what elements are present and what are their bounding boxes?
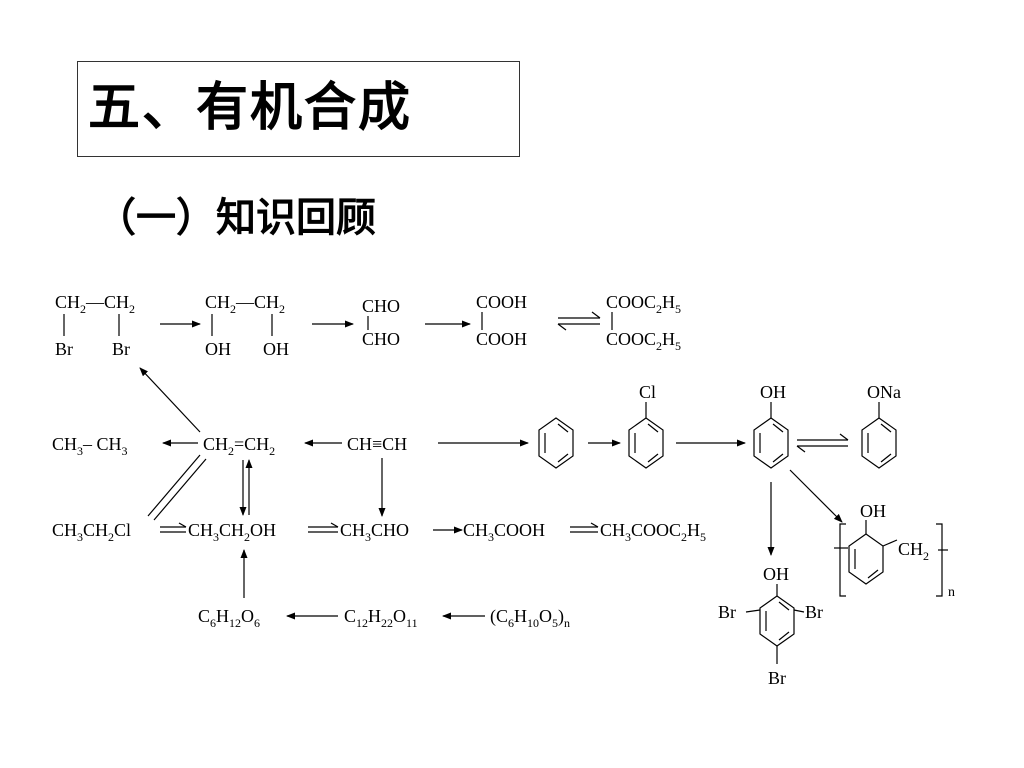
svg-text:n: n <box>948 585 955 600</box>
phenol: OH <box>753 382 789 469</box>
svg-text:COOH: COOH <box>476 329 527 349</box>
svg-text:OH: OH <box>763 564 789 584</box>
svg-text:CH3COOC2H5: CH3COOC2H5 <box>600 520 706 544</box>
title-frame <box>77 61 520 157</box>
equilibrium-phenol-phenoxide <box>796 433 849 453</box>
svg-text:CH3CH2OH: CH3CH2OH <box>188 520 276 544</box>
svg-text:Br: Br <box>718 602 736 622</box>
svg-text:CH2—CH2: CH2—CH2 <box>205 292 285 316</box>
svg-text:CH3COOH: CH3COOH <box>463 520 545 544</box>
svg-text:OH: OH <box>205 339 231 359</box>
svg-text:C6H12O6: C6H12O6 <box>198 606 260 630</box>
ethylene-glycol: CH2—CH2 OH OH <box>205 292 289 359</box>
svg-text:OH: OH <box>263 339 289 359</box>
equilibrium-ethylene-chloroethane <box>147 454 207 521</box>
svg-text:OH: OH <box>860 501 886 521</box>
chlorobenzene: Cl <box>628 382 664 469</box>
svg-text:CH2=CH2: CH2=CH2 <box>203 434 275 458</box>
ethylene: CH2=CH2 <box>203 434 275 458</box>
acetaldehyde: CH3CHO <box>340 520 409 544</box>
svg-text:COOC2H5: COOC2H5 <box>606 329 681 353</box>
arrow-ethylene-to-dibromo <box>139 367 201 433</box>
acetylene: CH≡CH <box>347 434 407 454</box>
svg-text:OH: OH <box>760 382 786 402</box>
svg-text:CH3CHO: CH3CHO <box>340 520 409 544</box>
oxalic-acid: COOH COOH <box>476 292 527 349</box>
equilibrium-ethylene-ethanol <box>239 459 253 516</box>
svg-text:(C6H10O5)n: (C6H10O5)n <box>490 606 570 630</box>
svg-text:CH2—CH2: CH2—CH2 <box>55 292 135 316</box>
svg-text:CH3– CH3: CH3– CH3 <box>52 434 128 458</box>
svg-text:C12H22O11: C12H22O11 <box>344 606 418 630</box>
glyoxal: CHO CHO <box>362 296 400 349</box>
svg-text:COOH: COOH <box>476 292 527 312</box>
equilibrium-oxalic-ester <box>557 311 601 331</box>
dibromoethane: CH2—CH2 Br Br <box>55 292 135 359</box>
phenolic-resin: OH CH2 n <box>834 501 955 600</box>
svg-text:CHO: CHO <box>362 296 400 316</box>
sucrose: C12H22O11 <box>344 606 418 630</box>
diethyl-oxalate: COOC2H5 COOC2H5 <box>606 292 681 353</box>
svg-text:Br: Br <box>768 668 786 688</box>
slide-title: 五、有机合成 <box>88 77 413 138</box>
ethyl-acetate: CH3COOC2H5 <box>600 520 706 544</box>
arrow-phenol-to-resin <box>789 469 843 523</box>
ethanol: CH3CH2OH <box>188 520 276 544</box>
section-subtitle: （一）知识回顾 <box>96 194 376 241</box>
svg-text:ONa: ONa <box>867 382 901 402</box>
svg-text:Br: Br <box>112 339 130 359</box>
starch: (C6H10O5)n <box>490 606 570 630</box>
svg-text:Br: Br <box>55 339 73 359</box>
glucose: C6H12O6 <box>198 606 260 630</box>
svg-text:CH2: CH2 <box>898 539 929 563</box>
acetic-acid: CH3COOH <box>463 520 545 544</box>
svg-text:Br: Br <box>805 602 823 622</box>
tribromophenol: OH Br Br Br <box>718 564 823 688</box>
equilibrium-acetic-ester <box>570 522 599 533</box>
chloroethane: CH3CH2Cl <box>52 520 131 544</box>
svg-text:COOC2H5: COOC2H5 <box>606 292 681 316</box>
sodium-phenoxide: ONa <box>861 382 901 469</box>
equilibrium-ethanol-acetaldehyde <box>308 522 339 533</box>
benzene <box>538 417 574 469</box>
svg-text:Cl: Cl <box>639 382 656 402</box>
svg-text:CH3CH2Cl: CH3CH2Cl <box>52 520 131 544</box>
ethane: CH3– CH3 <box>52 434 128 458</box>
svg-text:CHO: CHO <box>362 329 400 349</box>
svg-text:CH≡CH: CH≡CH <box>347 434 407 454</box>
equilibrium-chloroethane-ethanol <box>160 522 187 533</box>
